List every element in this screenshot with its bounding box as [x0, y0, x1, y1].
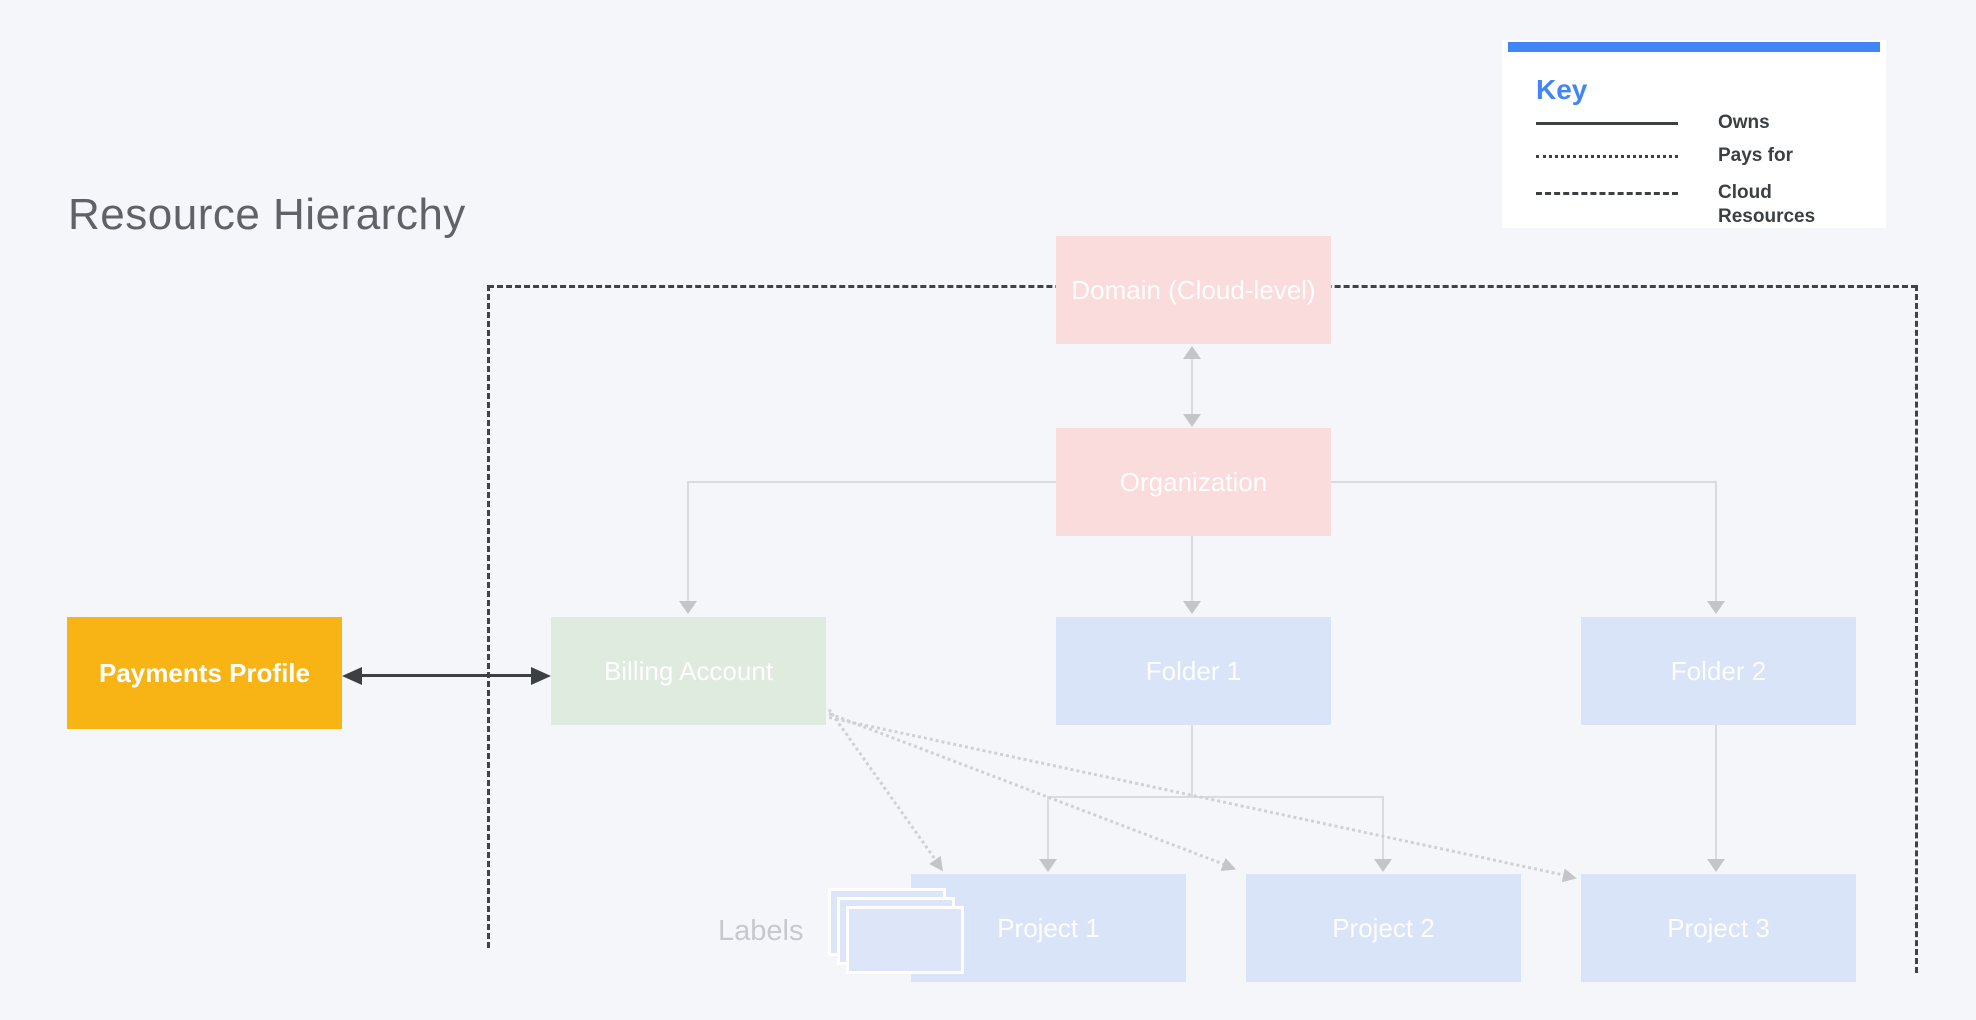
legend-solid-line-icon	[1536, 122, 1678, 125]
payments-arrowhead-right-icon	[531, 667, 551, 685]
owns-line-org-folder2	[1715, 481, 1717, 602]
owns-line-project2	[1382, 796, 1384, 860]
legend-label-pays-for: Pays for	[1718, 145, 1793, 166]
owns-line-folder1-branch	[1047, 796, 1384, 798]
legend-dotted-line-icon	[1536, 155, 1678, 158]
node-folder-1: Folder 1	[1056, 617, 1331, 725]
payments-arrowhead-left-icon	[342, 667, 362, 685]
labels-caption: Labels	[718, 915, 804, 947]
payments-billing-arrow	[358, 674, 536, 677]
legend-title: Key	[1536, 74, 1588, 105]
node-organization: Organization	[1056, 428, 1331, 536]
arrowhead-folder2-icon	[1707, 601, 1725, 614]
owns-line-folder1-down	[1191, 725, 1193, 797]
legend-label-cloud-resources: Cloud Resources	[1718, 182, 1816, 227]
page-title: Resource Hierarchy	[68, 190, 466, 239]
node-billing-account: Billing Account	[551, 617, 826, 725]
owns-line-folder2-project3	[1715, 725, 1717, 860]
arrowhead-domain-icon	[1183, 346, 1201, 359]
arrowhead-billing-icon	[679, 601, 697, 614]
arrowhead-folder1-icon	[1183, 601, 1201, 614]
pays-for-arrowhead-project1-icon	[929, 855, 949, 876]
node-project-2: Project 2	[1246, 874, 1521, 982]
cloud-resources-boundary-right	[1915, 285, 1918, 973]
legend-panel: Key Owns Pays for Cloud Resources	[1502, 40, 1886, 228]
owns-line-project1	[1047, 796, 1049, 860]
labels-stack-icon	[846, 906, 964, 974]
legend-accent-bar	[1508, 42, 1880, 52]
arrowhead-project3-icon	[1707, 859, 1725, 872]
owns-line-org-folder1	[1191, 536, 1193, 602]
node-project-3: Project 3	[1581, 874, 1856, 982]
owns-line-domain-org	[1191, 358, 1193, 416]
arrowhead-project1-icon	[1039, 859, 1057, 872]
arrowhead-project2-icon	[1374, 859, 1392, 872]
legend-dashed-line-icon	[1536, 192, 1678, 195]
owns-line-org-billing	[687, 481, 689, 602]
arrowhead-org-icon	[1183, 414, 1201, 427]
cloud-resources-boundary-left	[487, 285, 490, 948]
node-folder-2: Folder 2	[1581, 617, 1856, 725]
pays-for-arrowhead-project3-icon	[1561, 868, 1579, 886]
legend-label-owns: Owns	[1718, 112, 1770, 133]
node-domain: Domain (Cloud-level)	[1056, 236, 1331, 344]
node-payments-profile: Payments Profile	[67, 617, 342, 729]
pays-for-arrowhead-project2-icon	[1220, 857, 1239, 877]
